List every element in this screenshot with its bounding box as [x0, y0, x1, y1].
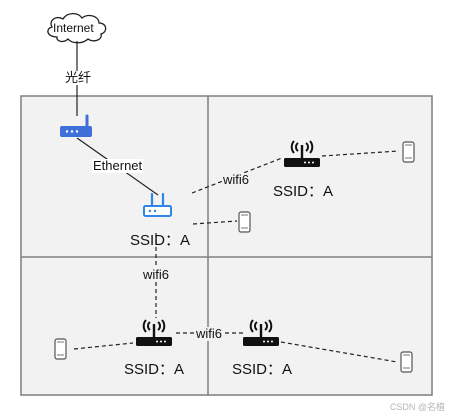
internet-label: Internet	[53, 21, 94, 35]
mesh-router-bottom-left-icon	[136, 319, 172, 346]
wifi-label-bottom: wifi6	[195, 326, 224, 341]
bottom-center-router-ssid: SSID：A	[232, 361, 293, 378]
phone-center-icon	[238, 211, 251, 233]
wifi-links	[73, 150, 400, 363]
phone-bottom-left-icon	[54, 338, 67, 360]
mesh-router-bottom-center-icon	[243, 319, 279, 346]
wifi-label-top: wifi6	[222, 172, 251, 187]
fiber-label: 光纤	[64, 70, 93, 85]
phone-top-right-icon	[402, 141, 415, 163]
bottom-left-router-ssid: SSID：A	[124, 361, 185, 378]
modem-icon	[60, 114, 92, 137]
wifi-label-middle: wifi6	[142, 267, 171, 282]
phone-bottom-right-icon	[400, 351, 413, 373]
internet-cloud-icon	[47, 12, 107, 44]
mesh-router-top-right-icon	[284, 140, 320, 167]
main-router-ssid: SSID：A	[130, 232, 191, 249]
main-router-icon	[143, 192, 172, 217]
ethernet-label: Ethernet	[92, 158, 144, 173]
floor-plan	[20, 95, 433, 396]
top-right-router-ssid: SSID：A	[273, 183, 334, 200]
watermark: CSDN @名植	[389, 402, 445, 412]
